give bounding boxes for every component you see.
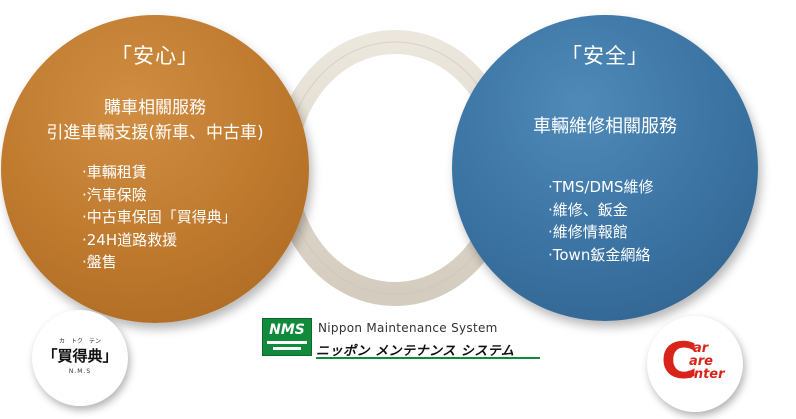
left-circle-subtitle-1: 購車相關服務 <box>104 98 206 118</box>
left-circle-service-list: ‧車輛租賃 ‧汽車保險 ‧中古車保固「買得典」 ‧24H道路救援 ‧盤售 <box>82 161 237 274</box>
list-item: ‧盤售 <box>82 253 117 271</box>
right-circle-title: 「安全」 <box>561 44 649 68</box>
car-care-center-line-3: enter <box>685 367 725 382</box>
right-circle-service-list: ‧TMS/DMS維修 ‧維修、鈑金 ‧維修情報館 ‧Town鈑金網絡 <box>548 176 653 266</box>
car-care-center-line-1: ar <box>693 341 709 356</box>
list-item: ‧Town鈑金網絡 <box>548 245 651 264</box>
list-item: ‧中古車保固「買得典」 <box>82 208 237 226</box>
badge-small-text: N.M.S <box>68 368 92 375</box>
left-circle-title: 「安心」 <box>111 44 199 68</box>
nms-brand-logo: NMS Nippon Maintenance System ニッポン メンテナン… <box>262 318 542 362</box>
car-care-center-c-icon: C <box>661 332 698 390</box>
list-item: ‧維修、鈑金 <box>548 200 628 219</box>
nms-logo-stripe <box>273 347 301 350</box>
left-circle-anshin <box>1 15 309 323</box>
nms-logo-mark: NMS <box>262 318 312 356</box>
nms-english-name: Nippon Maintenance System <box>318 321 498 335</box>
nms-japanese-name: ニッポン メンテナンス システム <box>316 344 515 359</box>
nms-logo-text: NMS <box>269 322 305 338</box>
badge-main-text: 「買得典」 <box>42 347 118 365</box>
nms-underline <box>316 357 540 359</box>
right-circle-subtitle: 車輛維修相關服務 <box>533 116 677 137</box>
badge-ruby: カ トク テン <box>58 338 101 345</box>
kaitokuten-badge: カ トク テン 「買得典」 N.M.S <box>32 310 128 406</box>
nms-logo-stripe <box>267 341 307 344</box>
right-circle-anzen <box>452 15 758 321</box>
car-care-center-line-2: are <box>689 354 714 369</box>
left-circle-subtitle-2: 引進車輛支援(新車、中古車) <box>46 123 264 143</box>
list-item: ‧TMS/DMS維修 <box>548 178 654 196</box>
list-item: ‧24H道路救援 <box>82 230 178 249</box>
list-item: ‧車輛租賃 <box>82 163 147 181</box>
list-item: ‧汽車保險 <box>82 185 147 204</box>
list-item: ‧維修情報館 <box>548 223 628 241</box>
car-care-center-badge: C ar are enter <box>647 316 743 412</box>
